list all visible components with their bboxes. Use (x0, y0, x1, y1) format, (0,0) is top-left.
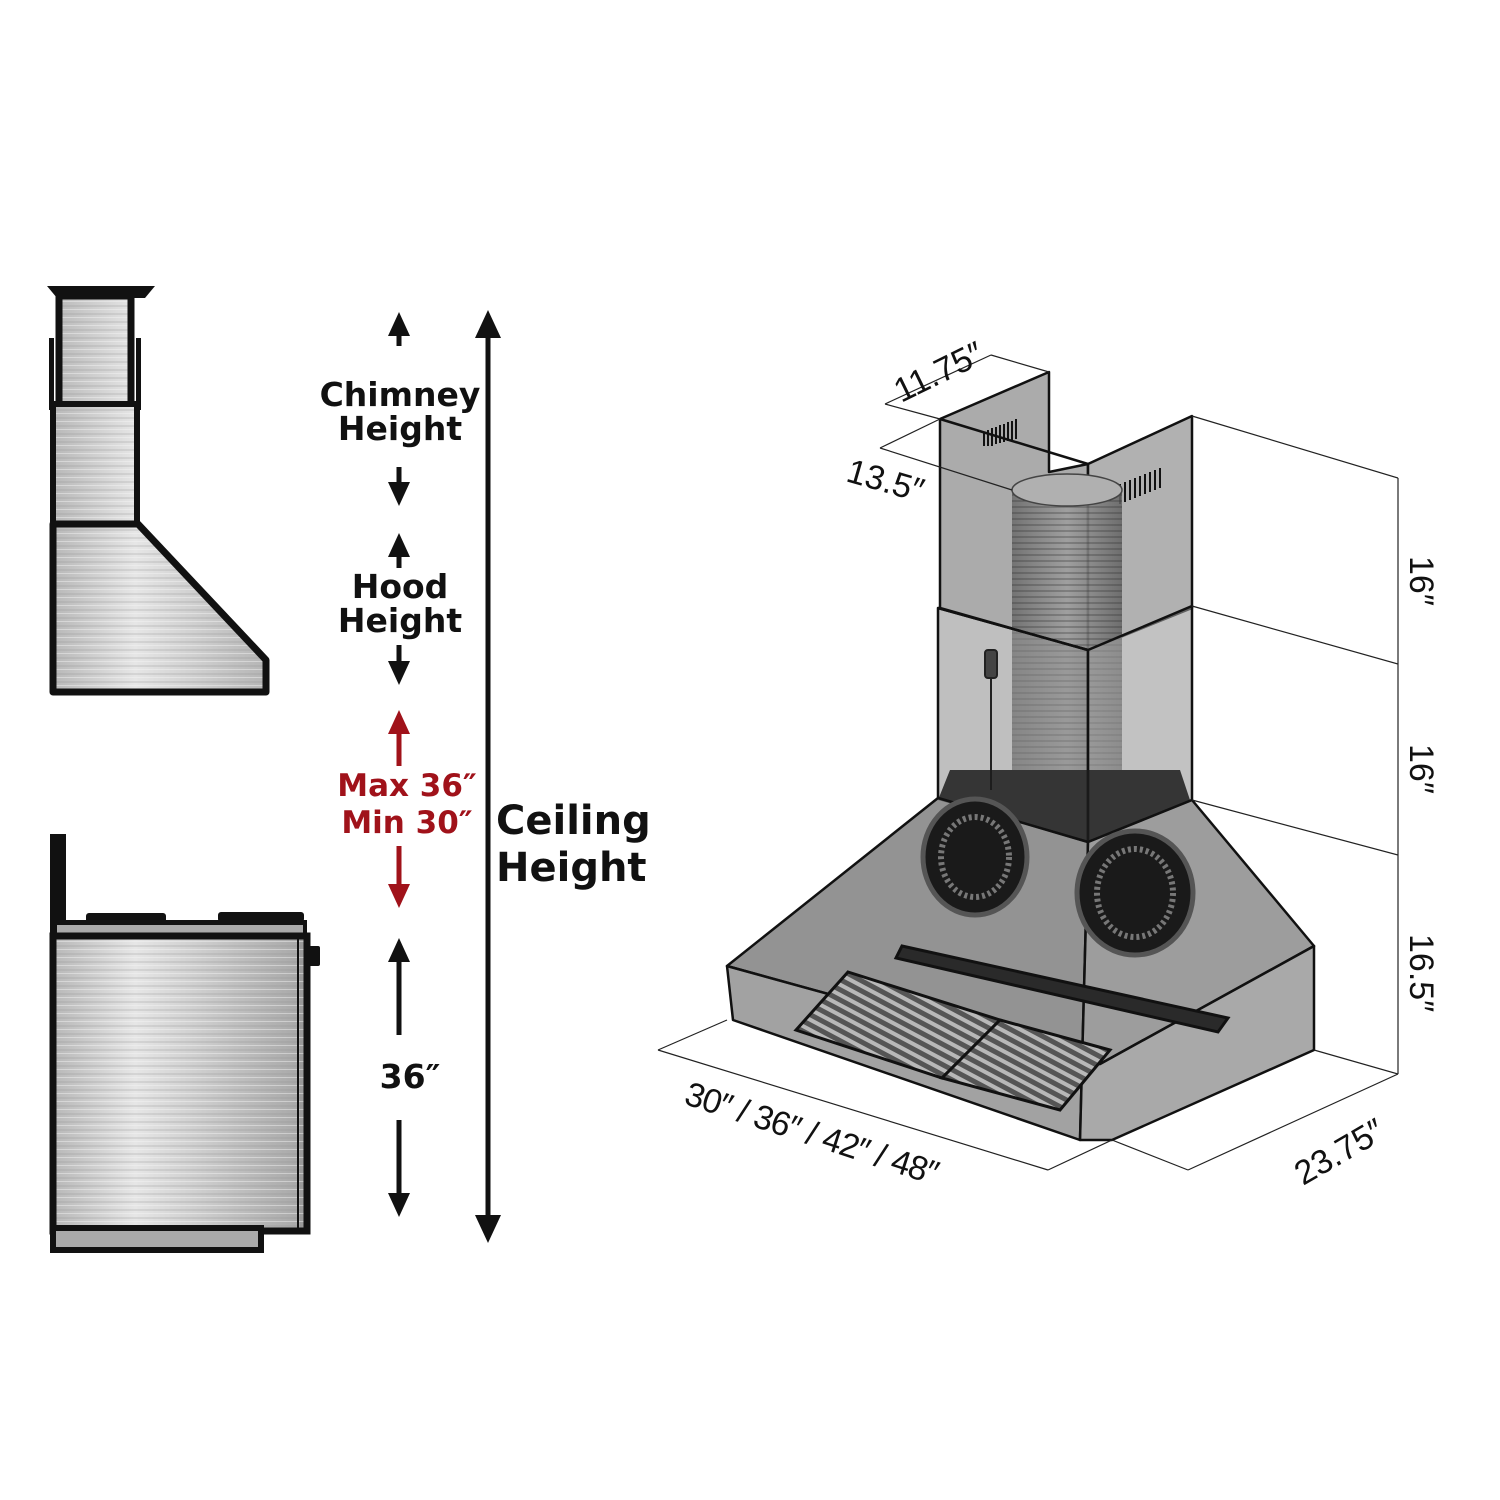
chimney-height-arrow-up-icon (388, 312, 410, 346)
counter-height-arrow-up-icon (388, 938, 410, 1035)
hood-label-line2: Height (337, 600, 463, 640)
chimney-label-line1: Chimney (319, 375, 481, 414)
clearance-label: Max 36″ Min 30″ (322, 768, 492, 842)
counter-height-arrow-down-icon (388, 1120, 410, 1217)
upper-chimney-height-dimension: 16″ (1402, 556, 1440, 606)
counter-height-label: 36″ (379, 1057, 441, 1096)
motor-housing (938, 770, 1190, 842)
grease-filters-icon (793, 944, 1231, 1112)
clearance-arrow-up-icon (388, 710, 410, 766)
ceiling-label-line1: Ceiling (496, 798, 651, 844)
dimension-lines (657, 354, 1399, 1171)
side-hood-icon (47, 286, 270, 696)
hood-label-line1: Hood (351, 567, 449, 606)
ceiling-height-label: Ceiling Height (496, 798, 656, 892)
hood-height-label: Hood Height (318, 570, 482, 637)
hood-height-arrow-up-icon (388, 533, 410, 568)
clearance-min-text: Min 30″ (341, 805, 473, 842)
ceiling-label-line2: Height (496, 845, 647, 892)
blower-fan-icon (920, 796, 1196, 958)
clearance-max-text: Max 36″ (337, 768, 477, 804)
hood-height-arrow-down-icon (388, 645, 410, 685)
lower-chimney-height-dimension: 16″ (1402, 744, 1440, 794)
chimney-height-arrow-down-icon (388, 467, 410, 506)
hood-height-dimension: 16.5″ (1402, 934, 1440, 1013)
side-range-icon (49, 834, 320, 1253)
ceiling-height-arrow-icon (475, 310, 501, 1243)
clearance-arrow-down-icon (388, 846, 410, 908)
chimney-height-label: Chimney Height (318, 378, 482, 445)
chimney-label-line2: Height (337, 408, 463, 448)
